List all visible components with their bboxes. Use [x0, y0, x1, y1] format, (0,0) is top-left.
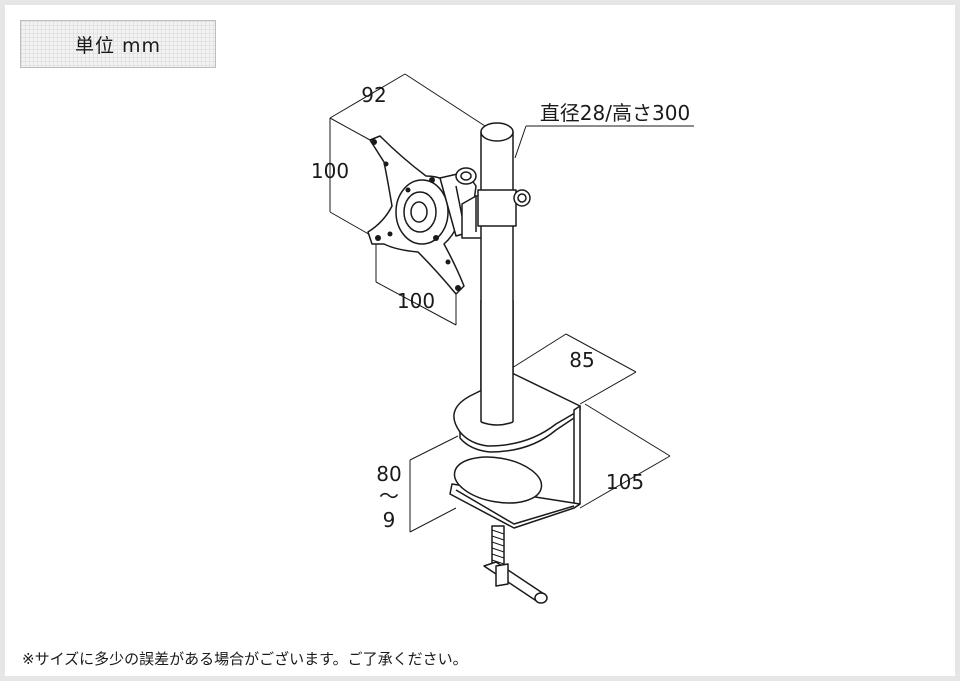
- disclaimer-note: ※サイズに多少の誤差がある場合がございます。ご了承ください。: [22, 650, 468, 668]
- dim-plate-width: 92: [361, 83, 386, 107]
- dimension-lines: [329, 73, 694, 533]
- dim-pole-spec: 直径28/高さ300: [540, 101, 690, 125]
- dim-clamp-open-mid: ～: [379, 484, 399, 508]
- pole-collar: [477, 189, 517, 227]
- dim-hole-spacing: 100: [397, 289, 435, 313]
- monitor-arm: [367, 122, 581, 604]
- dim-clamp-open-bottom: 9: [383, 508, 396, 532]
- unit-label: 単位 mm: [20, 20, 216, 68]
- clamp-side: [573, 405, 581, 509]
- clamp-top-plate: [453, 373, 581, 447]
- dim-clamp-depth: 85: [569, 348, 594, 372]
- pressure-pad: [453, 456, 543, 504]
- dim-plate-height: 100: [311, 159, 349, 183]
- dim-clamp-open-top: 80: [376, 462, 401, 486]
- dim-clamp-width: 105: [606, 470, 644, 494]
